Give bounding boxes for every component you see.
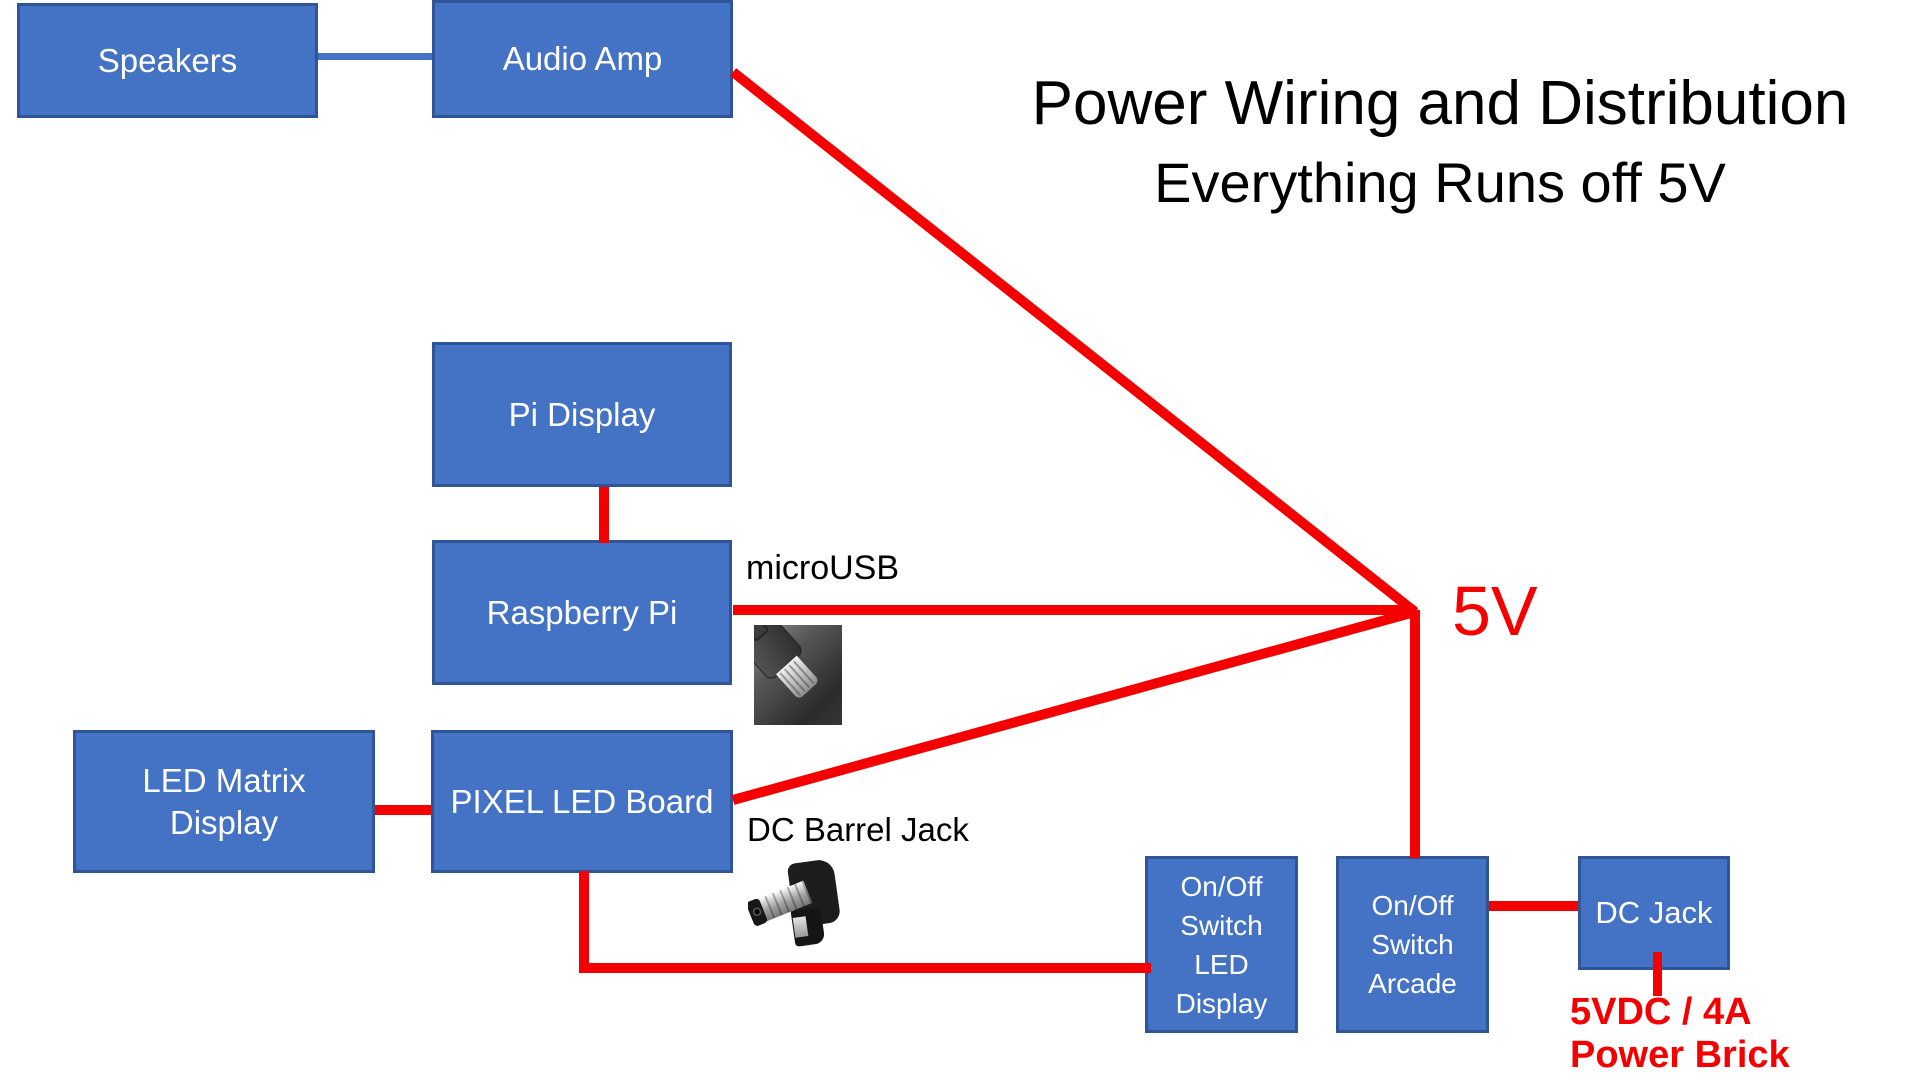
box-led-matrix-label-line2: Display	[169, 803, 279, 841]
dc-barrel-jack-photo	[748, 853, 845, 955]
box-pi-display: Pi Display	[432, 342, 732, 487]
box-raspberry-pi: Raspberry Pi	[432, 540, 732, 685]
dc-plug-tip-hole	[751, 905, 763, 918]
wire-dcjack-powerbrick	[1653, 952, 1662, 996]
page-title: Power Wiring and Distribution	[1031, 69, 1849, 138]
wire-ledmatrix-pixelboard	[375, 805, 431, 815]
label-microusb: microUSB	[746, 549, 900, 587]
box-switch-arcade-label-line1: On/Off	[1371, 890, 1454, 921]
box-dc-jack-label: DC Jack	[1595, 895, 1713, 930]
box-audio-amp-label: Audio Amp	[502, 40, 663, 77]
label-dc-barrel-jack: DC Barrel Jack	[747, 811, 969, 848]
box-led-matrix-display: LED Matrix Display	[73, 730, 375, 873]
wire-raspberrypi-to-5v	[733, 605, 1415, 615]
box-switch-led-label-line4: Display	[1175, 987, 1268, 1019]
box-pi-display-label: Pi Display	[508, 395, 656, 433]
box-switch-led-label-line2: Switch	[1180, 909, 1263, 941]
micro-usb-connector-photo	[754, 625, 842, 725]
label-power-brick-line1: 5VDC / 4A	[1570, 991, 1752, 1033]
page-subtitle: Everything Runs off 5V	[1154, 151, 1726, 214]
box-pixel-led-board-label: PIXEL LED Board	[450, 782, 714, 820]
box-dc-jack: DC Jack	[1578, 856, 1730, 970]
wire-pidisplay-raspberrypi	[599, 487, 609, 543]
box-onoff-switch-led-display: On/Off Switch LED Display	[1145, 856, 1298, 1033]
box-switch-arcade-label-line2: Switch	[1371, 929, 1454, 960]
wire-switcharcade-dcjack	[1489, 901, 1578, 911]
dc-plug-solder-lug	[792, 916, 809, 938]
wire-pixelboard-elbow-vertical	[579, 871, 589, 973]
box-led-matrix-label-line1: LED Matrix	[142, 761, 306, 799]
box-switch-led-label-line3: LED	[1194, 948, 1249, 980]
wire-5v-to-switcharcade	[1410, 610, 1420, 858]
usb-logo-emboss-icon	[754, 625, 770, 643]
box-audio-amp: Audio Amp	[432, 0, 733, 118]
wire-elbow-to-switchled	[579, 963, 1151, 973]
micro-usb-connector-shape	[754, 625, 840, 720]
box-raspberry-pi-label: Raspberry Pi	[486, 593, 678, 631]
box-speakers: Speakers	[17, 3, 318, 118]
wire-speakers-audioamp	[318, 53, 432, 60]
box-pixel-led-board: PIXEL LED Board	[431, 730, 733, 873]
box-onoff-switch-arcade: On/Off Switch Arcade	[1336, 856, 1489, 1033]
box-switch-led-label-line1: On/Off	[1180, 870, 1263, 902]
label-power-brick-line2: Power Brick	[1570, 1034, 1790, 1076]
label-5v-node: 5V	[1452, 572, 1538, 650]
box-speakers-label: Speakers	[97, 41, 238, 79]
box-switch-arcade-label-line3: Arcade	[1368, 968, 1457, 999]
